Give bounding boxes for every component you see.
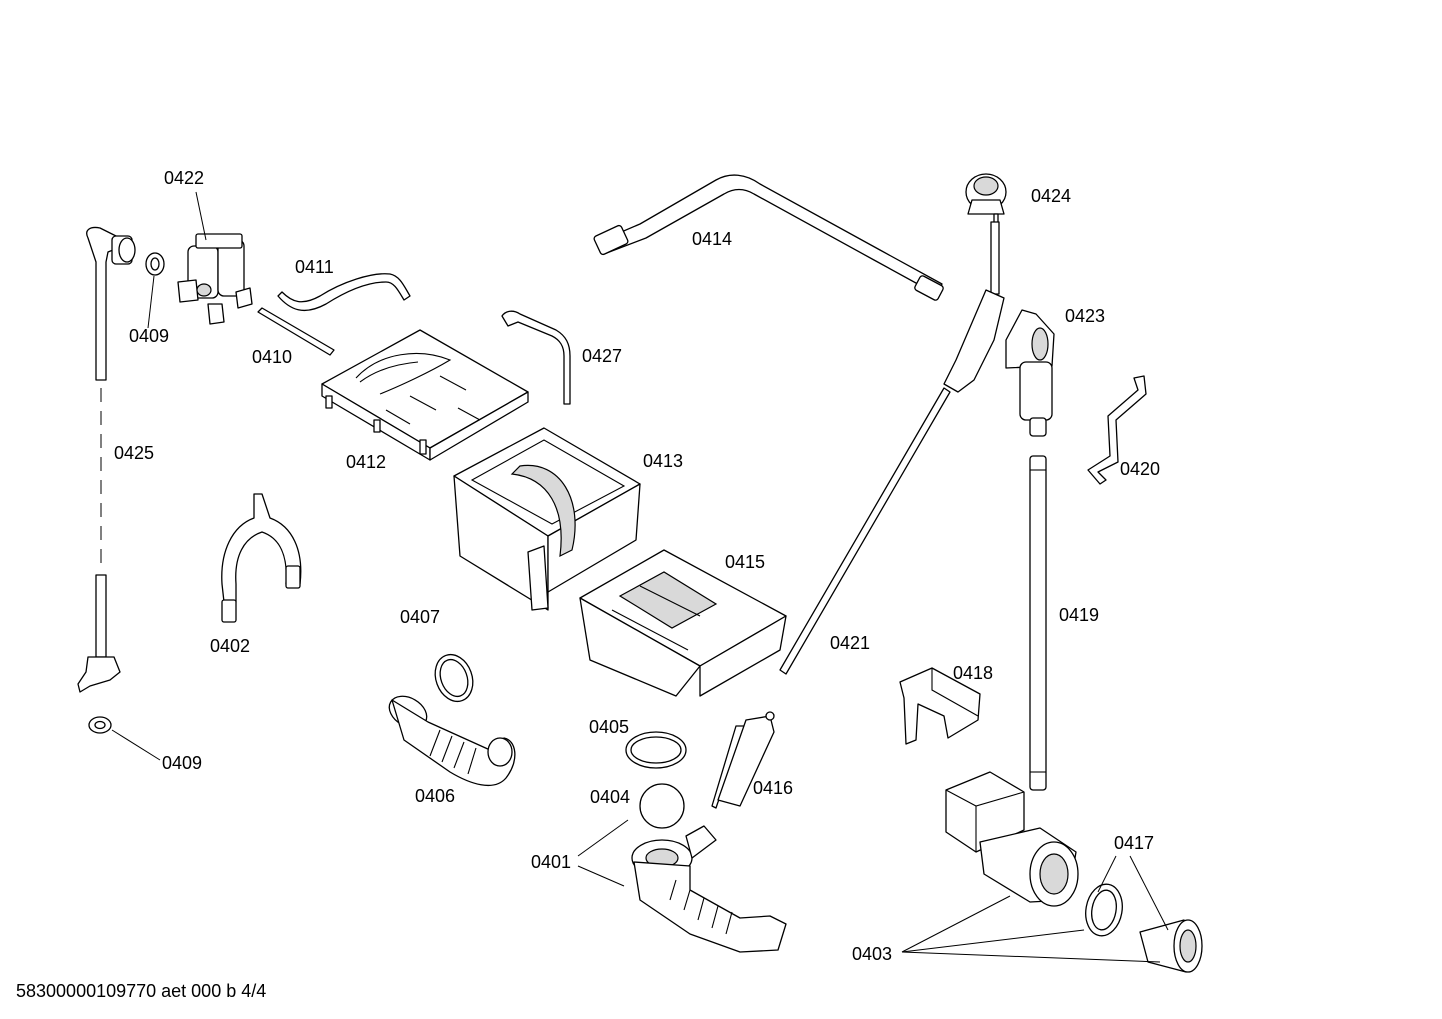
part-0410-tube[interactable] [257, 307, 335, 356]
part-0402-bracket[interactable] [221, 493, 302, 623]
label-0413: 0413 [643, 451, 683, 471]
label-0404: 0404 [590, 787, 630, 807]
label-0411: 0411 [295, 257, 334, 277]
part-0407-ring[interactable] [429, 649, 479, 706]
part-0421-tube[interactable] [779, 221, 1005, 675]
part-0401-sump-hose[interactable] [631, 825, 787, 953]
part-0417-filter[interactable] [1139, 919, 1203, 973]
label-0401: 0401 [531, 852, 571, 872]
part-0409-washer-top[interactable] [145, 252, 165, 276]
label-0409-bottom: 0409 [162, 753, 202, 773]
leader-lines [111, 191, 1169, 963]
label-0407: 0407 [400, 607, 440, 627]
part-0414-hose[interactable] [593, 174, 944, 301]
label-0410: 0410 [252, 347, 292, 367]
part-0403-drain-pump[interactable] [945, 771, 1079, 907]
part-0424-pressure-switch[interactable] [965, 173, 1007, 229]
part-0427-hose[interactable] [501, 310, 571, 405]
part-0425-hose[interactable] [77, 226, 136, 693]
part-0404-ball[interactable] [639, 783, 685, 829]
part-0422-inlet-valve[interactable] [177, 233, 253, 325]
label-0415: 0415 [725, 552, 765, 572]
part-0409-washer-bottom[interactable] [88, 716, 112, 734]
label-0419: 0419 [1059, 605, 1099, 625]
part-0419-hose[interactable] [1029, 455, 1047, 791]
label-0402: 0402 [210, 636, 250, 656]
label-0423: 0423 [1065, 306, 1105, 326]
label-0425: 0425 [114, 443, 154, 463]
part-0405-ring[interactable] [625, 731, 687, 769]
label-0418: 0418 [953, 663, 993, 683]
label-0421: 0421 [830, 633, 870, 653]
part-0406-bellows[interactable] [384, 690, 516, 786]
label-0416: 0416 [753, 778, 793, 798]
part-0413-dispenser-housing[interactable] [453, 427, 641, 611]
label-0424: 0424 [1031, 186, 1071, 206]
label-0427: 0427 [582, 346, 622, 366]
part-0420-tube[interactable] [1087, 375, 1147, 485]
part-0423-air-chamber[interactable] [1005, 309, 1055, 437]
label-0412: 0412 [346, 452, 386, 472]
label-0417: 0417 [1114, 833, 1154, 853]
part-0415-detergent-drawer[interactable] [579, 549, 787, 697]
part-0417-seal-ring[interactable] [1082, 881, 1126, 938]
label-0422: 0422 [164, 168, 204, 188]
part-0412-tray[interactable] [321, 329, 529, 461]
label-0403: 0403 [852, 944, 892, 964]
label-0420: 0420 [1120, 459, 1160, 479]
label-0409-top: 0409 [129, 326, 169, 346]
part-labels: 0422 0411 0414 0424 0423 0409 0410 0427 … [114, 168, 1160, 964]
part-0411-hose[interactable] [277, 273, 411, 312]
label-0414: 0414 [692, 229, 732, 249]
label-0405: 0405 [589, 717, 629, 737]
part-0416-heater[interactable] [711, 711, 775, 809]
label-0406: 0406 [415, 786, 455, 806]
part-0418-clip[interactable] [899, 667, 981, 745]
document-footer: 58300000109770 aet 000 b 4/4 [16, 981, 267, 1001]
